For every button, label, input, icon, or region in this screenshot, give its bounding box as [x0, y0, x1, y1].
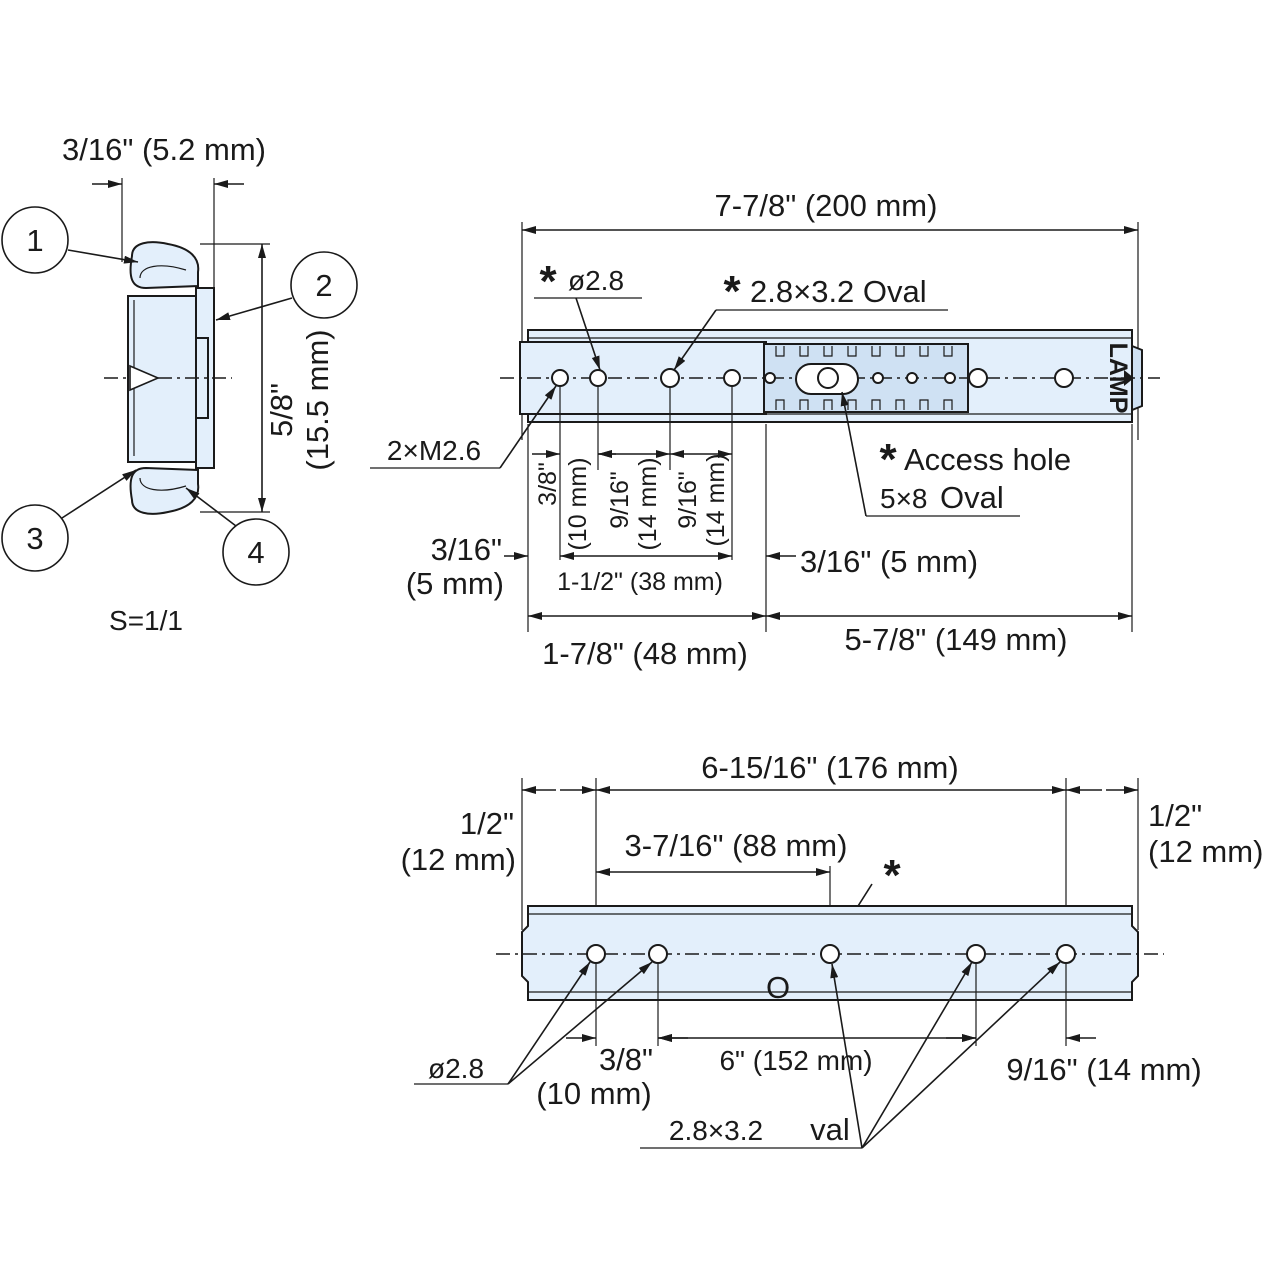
- rail-logo: LAMP: [1104, 343, 1132, 414]
- bottom-left-end-in: 1/2": [460, 806, 514, 841]
- star-mark-oval: *: [723, 267, 741, 316]
- end-height-in-label: 5/8": [264, 383, 299, 437]
- bottom-left-end-mm: (12 mm): [401, 842, 516, 877]
- star-dia-label: ø2.8: [568, 265, 624, 296]
- overall-length-label: 7-7/8" (200 mm): [715, 188, 938, 223]
- bottom-span-label: 6-15/16" (176 mm): [701, 750, 958, 785]
- bottom-oval-word: val: [810, 1112, 850, 1147]
- bottom-oval-size: 2.8×3.2: [669, 1115, 763, 1146]
- access-oval-word: Oval: [940, 480, 1004, 515]
- access-oval-size: 5×8: [880, 483, 928, 514]
- top-dim-316-left-in: 3/16": [431, 532, 502, 567]
- callout-3-circle: [1, 504, 69, 572]
- top-dim-1-78: 1-7/8" (48 mm): [542, 636, 748, 671]
- bottom-dim-38-in: 3/8": [599, 1042, 653, 1077]
- access-hole-label: Access hole: [904, 442, 1071, 477]
- top-dim-1-12: 1-1/2" (38 mm): [557, 568, 723, 596]
- bottom-dia-note: ø2.8: [428, 1053, 484, 1084]
- top-dim-316-left-mm: (5 mm): [406, 566, 504, 601]
- bottom-view: 6-15/16" (176 mm) 1/2" (12 mm) 1/2" (12 …: [401, 750, 1263, 1149]
- star-mark-access: *: [879, 435, 897, 484]
- star-mark-dia: *: [539, 257, 557, 306]
- top-dim-916a-mm: (14 mm): [634, 457, 662, 550]
- top-dim-38-in: 3/8": [534, 462, 562, 506]
- bottom-right-end-mm: (12 mm): [1148, 834, 1263, 869]
- callout-1-circle: [1, 206, 69, 274]
- screw-note-label: 2×M2.6: [387, 435, 481, 466]
- top-view: 7-7/8" (200 mm) LAMP: [370, 188, 1160, 671]
- end-height-mm-label: (15.5 mm): [300, 329, 335, 470]
- top-dim-916b-in: 9/16": [674, 471, 702, 529]
- end-width-label: 3/16" (5.2 mm): [62, 132, 266, 167]
- top-dim-316-right: 3/16" (5 mm): [800, 544, 978, 579]
- callout-3: 3: [26, 521, 43, 556]
- bottom-right-end-in: 1/2": [1148, 798, 1202, 833]
- oval-note-label: 2.8×3.2 Oval: [750, 274, 927, 309]
- top-dim-916b-mm: (14 mm): [702, 453, 730, 546]
- end-view: 3/16" (5.2 mm) 5/8" (15.5 mm) 1 2 3: [1, 132, 358, 636]
- top-dim-916a-in: 9/16": [606, 471, 634, 529]
- callout-2: 2: [315, 268, 332, 303]
- star-mark-bottom: *: [883, 851, 901, 900]
- bottom-dim-38-mm: (10 mm): [536, 1076, 651, 1111]
- callout-4: 4: [247, 535, 264, 570]
- bottom-center-mark: O: [766, 970, 790, 1005]
- scale-label: S=1/1: [109, 605, 183, 636]
- callout-2-circle: [290, 251, 358, 319]
- top-dim-5-78: 5-7/8" (149 mm): [845, 622, 1068, 657]
- callout-4-circle: [222, 518, 290, 586]
- bottom-mid-span: 3-7/16" (88 mm): [625, 828, 848, 863]
- bottom-dim-916: 9/16" (14 mm): [1006, 1052, 1201, 1087]
- top-dim-38-mm: (10 mm): [564, 457, 592, 550]
- callout-1: 1: [26, 223, 43, 258]
